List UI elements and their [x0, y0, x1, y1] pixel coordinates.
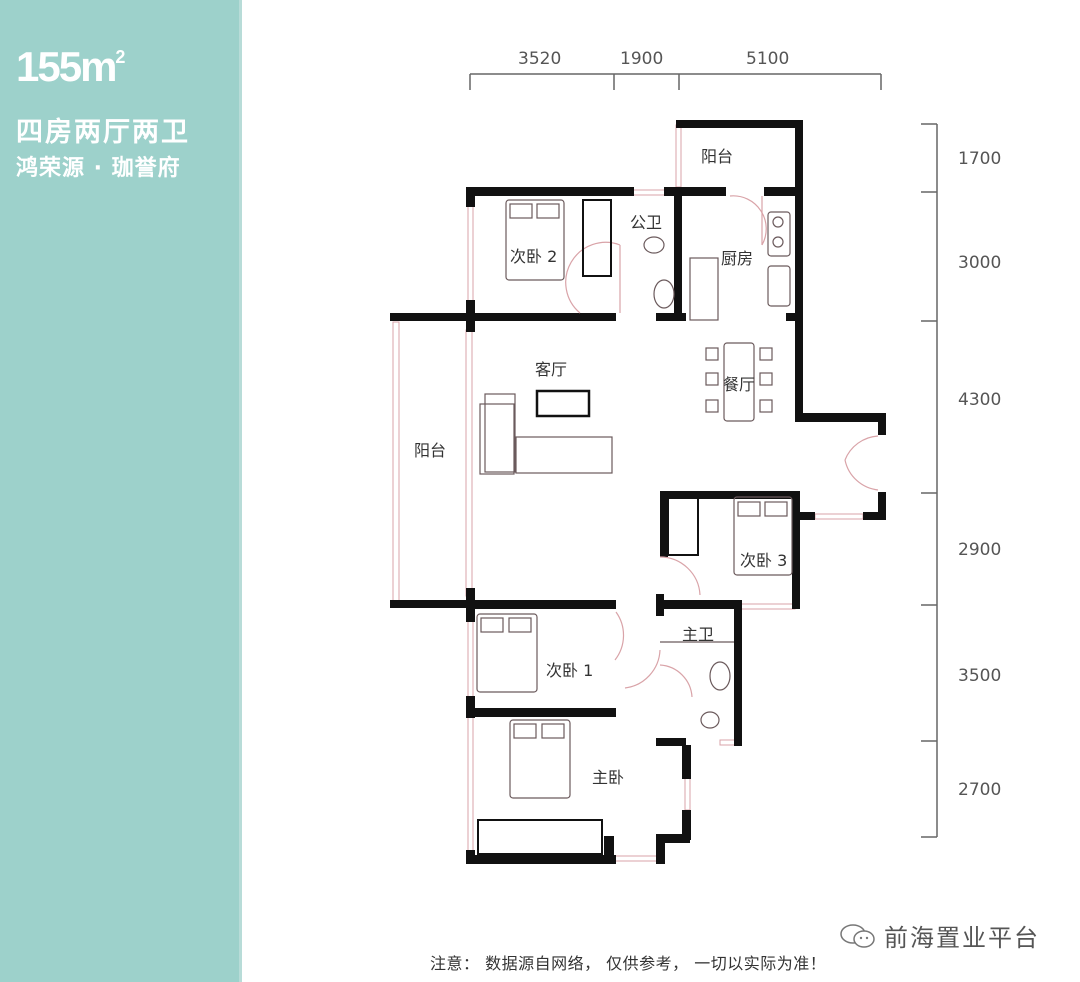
- dim-top-1: 3520: [518, 49, 561, 69]
- room-label-kitchen: 厨房: [721, 249, 753, 268]
- top-dimension-line: [469, 73, 882, 90]
- disclaimer-notice: 注意： 数据源自网络， 仅供参考， 一切以实际为准！: [430, 954, 827, 973]
- info-sidebar: 155m2 四房两厅两卫 鸿荣源 · 珈誉府: [0, 0, 242, 982]
- furniture: [476, 199, 793, 855]
- room-label-bedroom3: 次卧 3: [740, 551, 787, 570]
- sidebar-edge: [239, 0, 242, 982]
- room-label-balcony-top: 阳台: [701, 147, 733, 166]
- dim-right-2: 3000: [958, 253, 1001, 273]
- watermark-text: 前海置业平台: [884, 924, 1040, 952]
- room-label-bedroom1: 次卧 1: [546, 661, 593, 680]
- project-name: 鸿荣源 · 珈誉府: [16, 156, 181, 181]
- dim-top-3: 5100: [746, 49, 789, 69]
- room-label-bedroom2: 次卧 2: [510, 247, 557, 266]
- room-label-master-bedroom: 主卧: [592, 768, 624, 787]
- layout-label: 四房两厅两卫: [16, 117, 190, 148]
- dim-right-1: 1700: [958, 149, 1001, 169]
- dim-top-2: 1900: [620, 49, 663, 69]
- doors: [565, 195, 879, 698]
- wechat-icon: [840, 923, 875, 948]
- dim-right-5: 3500: [958, 666, 1001, 686]
- room-label-balcony-left: 阳台: [414, 441, 446, 460]
- area-label: 155m2: [16, 43, 126, 90]
- right-dimension-line: [921, 123, 938, 838]
- room-label-living: 客厅: [535, 360, 567, 379]
- watermark: 前海置业平台: [838, 918, 1040, 953]
- walls: [390, 120, 886, 864]
- room-label-dining: 餐厅: [723, 375, 755, 394]
- dim-right-3: 4300: [958, 390, 1001, 410]
- dim-right-6: 2700: [958, 780, 1001, 800]
- bed-icon: [505, 199, 565, 281]
- room-label-public-bath: 公卫: [630, 213, 662, 232]
- dim-right-4: 2900: [958, 540, 1001, 560]
- room-label-master-bath: 主卫: [682, 625, 714, 644]
